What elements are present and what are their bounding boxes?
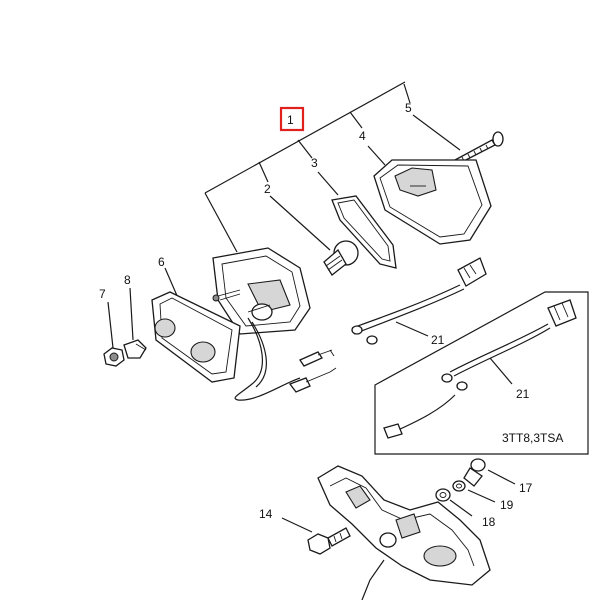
callout-labels: 1 2 3 4 5 6 7 8 21 21 17 19 18 14 3TT8,3… [99,101,563,529]
callout-8[interactable]: 8 [124,273,131,287]
bracket-assembly [317,465,491,600]
callout-21-upper[interactable]: 21 [431,333,445,347]
plate-part-6 [151,267,241,383]
callout-6[interactable]: 6 [158,255,165,269]
highlight-box-part-1 [279,106,305,132]
callout-4[interactable]: 4 [359,129,366,143]
washer-part-8 [123,287,147,359]
nut-part-7 [103,301,125,367]
harness-wire [234,317,337,401]
callout-5[interactable]: 5 [405,101,412,115]
assembly-bracket-lines [204,81,411,253]
callout-7[interactable]: 7 [99,287,106,301]
variant-caption: 3TT8,3TSA [502,431,563,445]
callout-1[interactable]: 1 [287,113,294,127]
bolt-part-14 [281,517,351,555]
callout-3[interactable]: 3 [311,156,318,170]
callout-17[interactable]: 17 [519,481,533,495]
bolt-part-17 [463,458,516,487]
callout-19[interactable]: 19 [500,498,514,512]
callout-2[interactable]: 2 [264,182,271,196]
lockwasher-part-19 [452,480,496,503]
callout-18[interactable]: 18 [482,515,496,529]
lens-part-4 [367,145,492,245]
lamp-housing [212,247,311,335]
washer-part-18 [435,488,473,517]
variant-inset [374,291,589,455]
callout-14[interactable]: 14 [259,507,273,521]
harness-part-21-upper [351,257,487,345]
bulb-part-2 [269,195,359,276]
screw-part-5 [412,114,504,165]
callout-21-inset[interactable]: 21 [516,387,530,401]
gasket-part-3 [317,171,397,269]
